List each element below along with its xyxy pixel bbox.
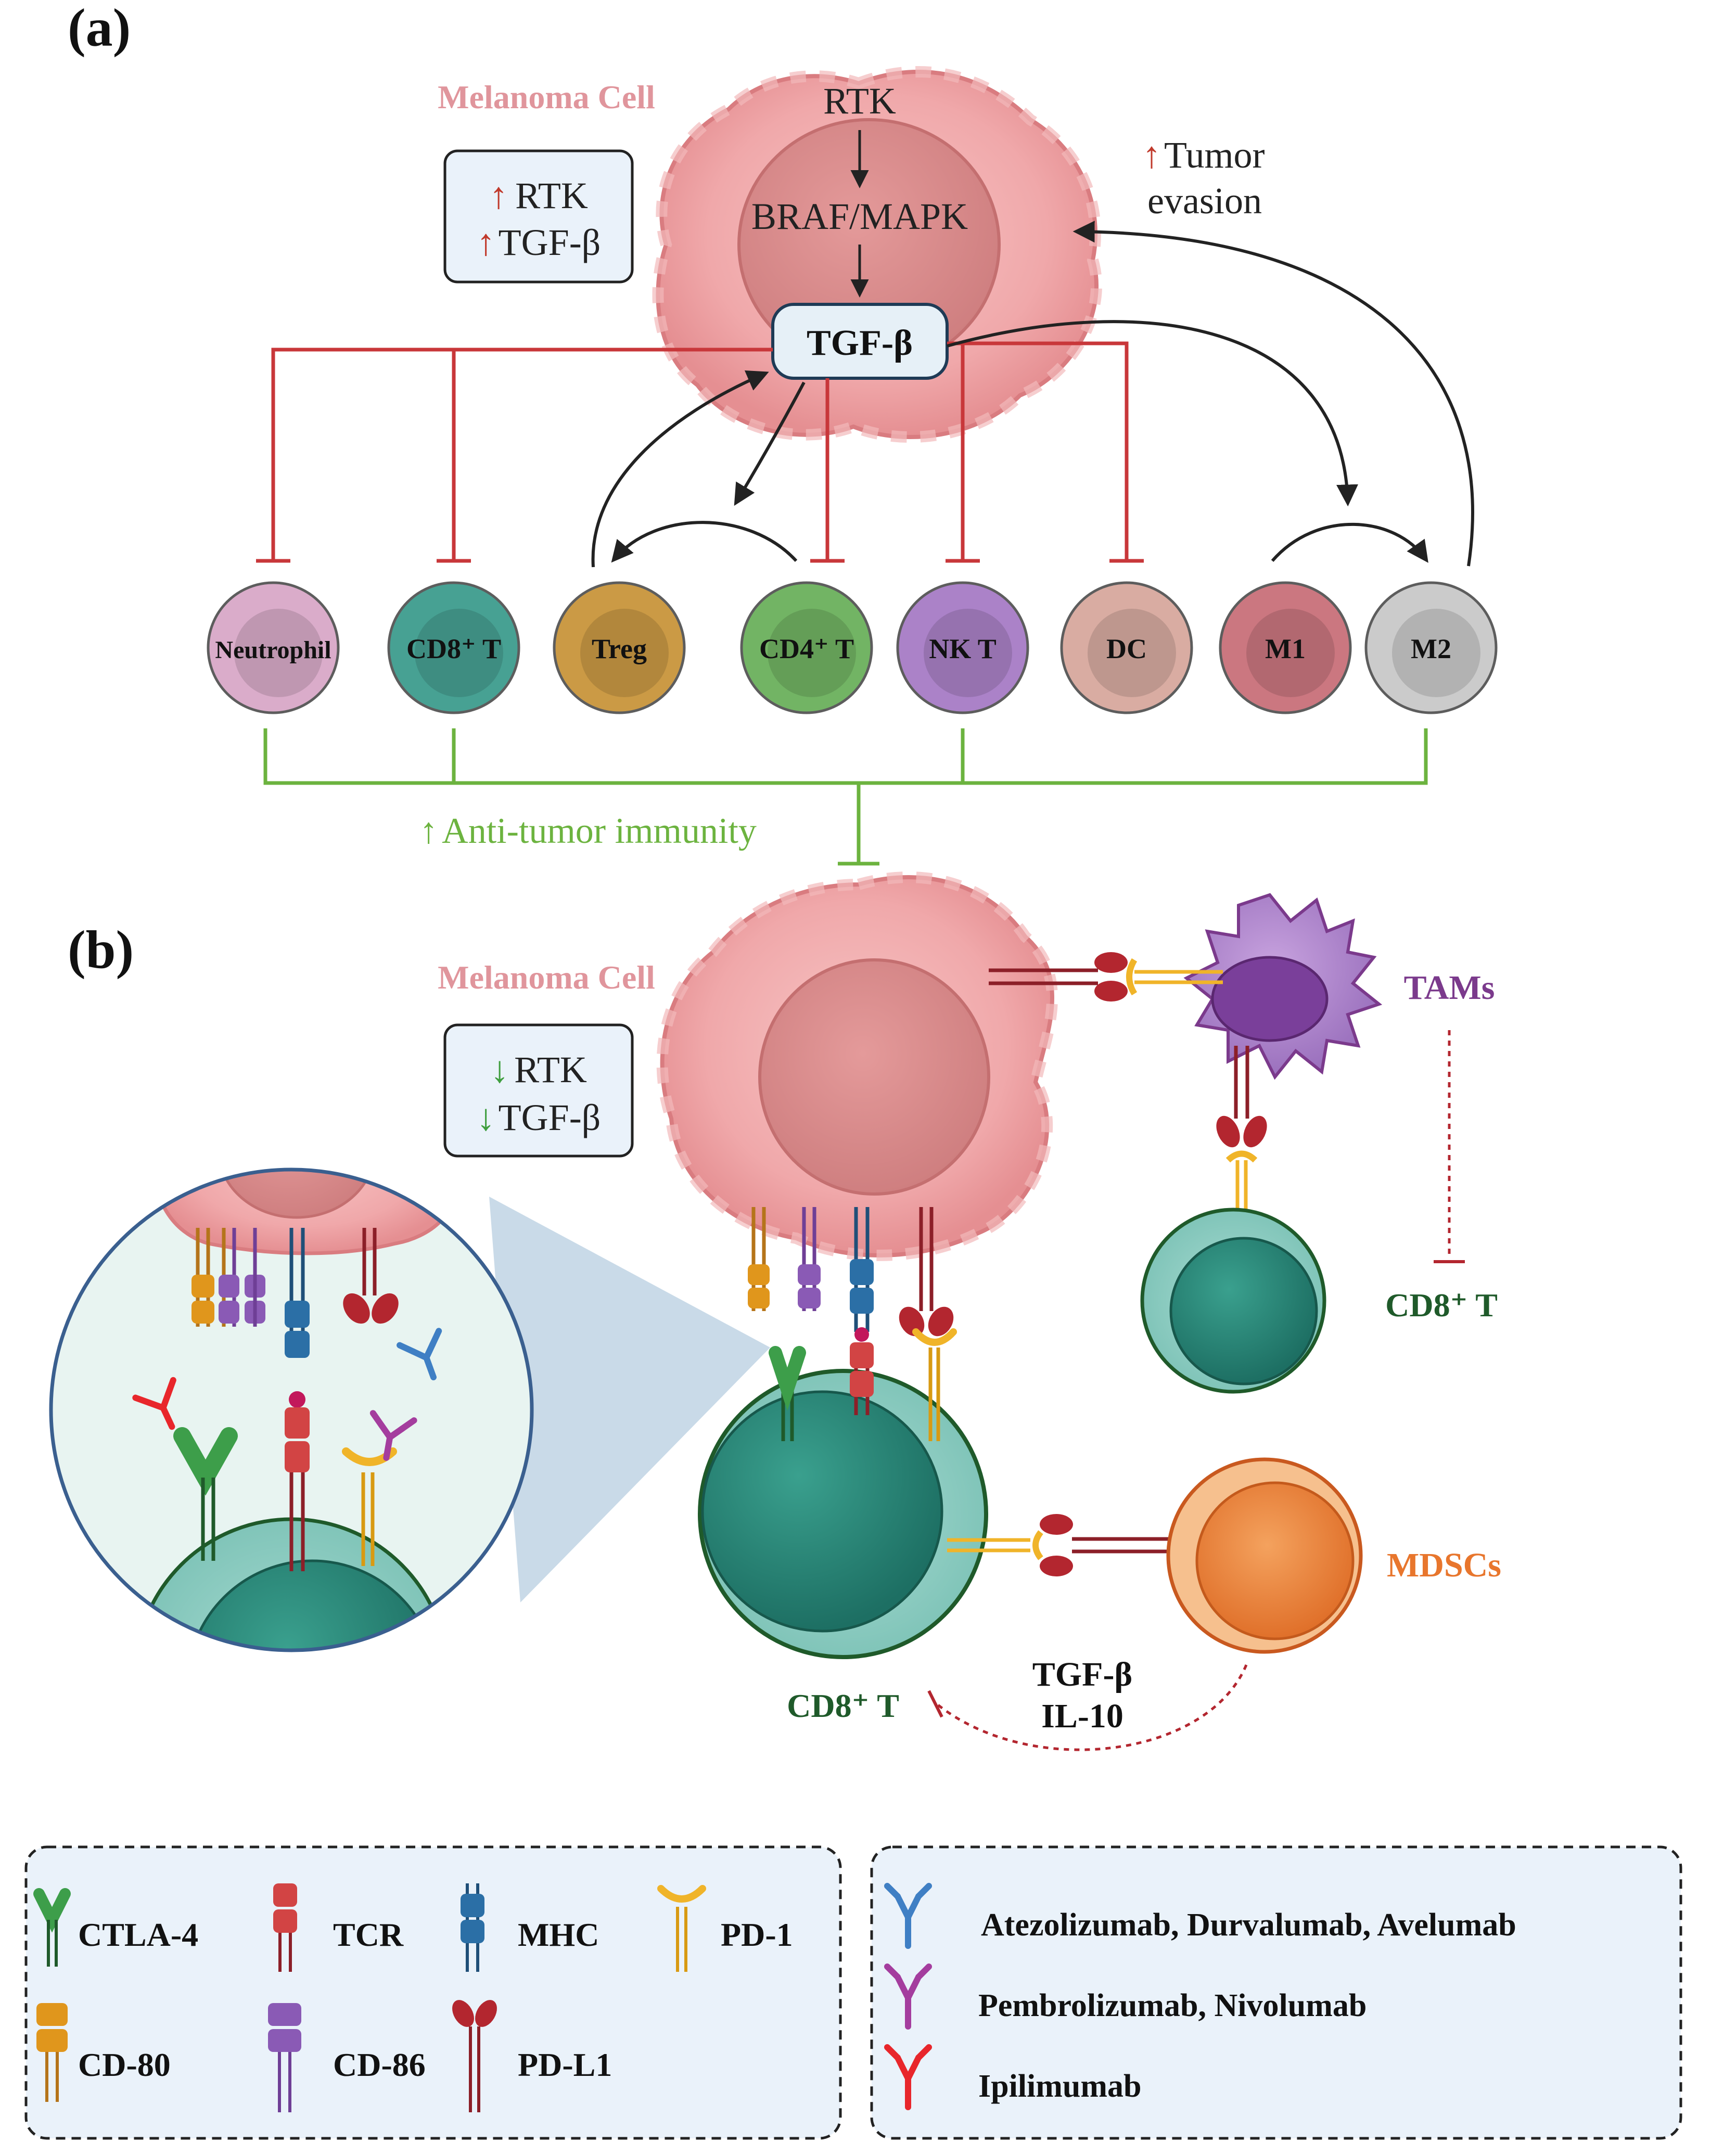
legend-cd86-label: CD-86 — [333, 2046, 426, 2083]
cd8-t-cell-b-center — [698, 1369, 988, 1659]
cell-treg: Treg — [553, 581, 686, 714]
arrow-tgf-to-cd4 — [734, 381, 806, 506]
mdsc-inhibition-bar — [927, 1690, 943, 1718]
pdl1-receptor-b — [899, 1207, 954, 1337]
cd8-t-cell-right — [1140, 1208, 1326, 1394]
cell-label-m2: M2 — [1411, 633, 1451, 664]
legend-right-box — [870, 1845, 1682, 2140]
tgf-beta-box — [771, 303, 949, 380]
tcr-icon — [273, 1883, 297, 1972]
cell-cd8-t: CD8⁺ T — [387, 581, 520, 714]
pathway-braf-mapk: BRAF/MAPK — [751, 196, 968, 237]
legend-pembrolizumab-label: Pembrolizumab, Nivolumab — [978, 1988, 1367, 2023]
tam-melanoma-link — [989, 952, 1223, 1002]
panel-a-label: (a) — [68, 0, 131, 58]
cell-label-cd4-t: CD4⁺ T — [759, 633, 854, 664]
cell-m1: M1 — [1219, 581, 1352, 714]
mhc-receptor-b — [850, 1207, 874, 1342]
arrow-treg-to-tgf — [591, 370, 769, 568]
melanoma-cell-b — [656, 871, 1058, 1261]
cd8-bottom-label: CD8⁺ T — [787, 1687, 899, 1724]
arrow-tgf-to-m2 — [947, 320, 1358, 507]
mdsc-cell — [1166, 1457, 1363, 1654]
anti-tumor-connector — [263, 728, 1428, 866]
down-box-line2: ↓TGF-β — [477, 1097, 601, 1138]
mhc-icon — [461, 1883, 484, 1972]
legend-atezolizumab-label: Atezolizumab, Durvalumab, Avelumab — [981, 1907, 1516, 1943]
legend-cd80-label: CD-80 — [78, 2046, 171, 2083]
anti-tumor-immunity-label: ↑Anti-tumor immunity — [419, 811, 757, 851]
zoom-receptors — [132, 1228, 442, 1571]
cell-m2: M2 — [1364, 581, 1498, 714]
panel-b-label: (b) — [68, 920, 134, 980]
legend-pdl1-label: PD-L1 — [518, 2046, 612, 2083]
cd86-receptor-b — [798, 1207, 821, 1311]
cell-cd4-t: CD4⁺ T — [740, 581, 873, 714]
melanoma-title-b: Melanoma Cell — [438, 959, 655, 996]
tumor-evasion-line1: ↑Tumor — [1142, 134, 1265, 176]
melanoma-title-a: Melanoma Cell — [438, 79, 655, 116]
up-regulation-box — [443, 149, 634, 284]
cd86-icon — [268, 2003, 301, 2112]
tgf-inhibition-lines — [256, 341, 1144, 563]
cd8-right-label: CD8⁺ T — [1385, 1287, 1498, 1324]
tumor-evasion-line2: evasion — [1147, 180, 1262, 222]
ctla4-icon — [33, 1888, 71, 1967]
ctla4-receptor-b — [769, 1346, 806, 1441]
cell-dc: DC — [1060, 581, 1193, 714]
cell-nk-t: NK T — [896, 581, 1029, 714]
feedback-arrows — [591, 221, 1474, 568]
antibody-blue-icon — [884, 1883, 932, 1949]
zoom-wedge — [489, 1197, 770, 1602]
down-box-line1: ↓RTK — [490, 1049, 587, 1090]
mdscs-label: MDSCs — [1387, 1546, 1501, 1584]
down-regulation-box — [443, 1023, 634, 1158]
arrow-m2-to-tumor — [1072, 221, 1474, 567]
legend-tcr-label: TCR — [333, 1916, 404, 1953]
legend-mhc-label: MHC — [518, 1916, 599, 1953]
cell-label-treg: Treg — [592, 633, 647, 664]
arrow-m1-to-m2 — [1271, 522, 1428, 563]
antibody-magenta-icon — [884, 1964, 932, 2030]
antibody-red-icon — [884, 2044, 932, 2110]
mdsc-inhibition-dashed — [936, 1664, 1248, 1751]
cell-neutrophil: Neutrophil — [207, 581, 340, 714]
tcell-receptors-b — [769, 1328, 957, 1441]
legend-ipilimumab-label: Ipilimumab — [978, 2069, 1142, 2104]
cell-label-cd8-t: CD8⁺ T — [406, 633, 501, 664]
melanoma-nucleus-b — [758, 958, 990, 1196]
cell-label-dc: DC — [1106, 633, 1147, 664]
pd1-receptor-b — [912, 1328, 957, 1441]
cell-label-neutrophil: Neutrophil — [215, 636, 331, 664]
tams-label: TAMs — [1404, 969, 1495, 1007]
legend-left-box — [24, 1845, 842, 2140]
legend-ctla4-label: CTLA-4 — [78, 1916, 198, 1953]
legend-pd1-label: PD-1 — [721, 1916, 793, 1953]
tcell-mdsc-link — [947, 1514, 1186, 1576]
cd80-receptor-b — [748, 1207, 770, 1311]
up-box-line2: ↑TGF-β — [477, 222, 601, 263]
cytokine-il10: IL-10 — [1041, 1697, 1123, 1735]
cytokine-tgf: TGF-β — [1032, 1656, 1132, 1693]
up-box-line1: ↑RTK — [489, 175, 588, 216]
zoom-circle — [49, 1167, 534, 1652]
pdl1-icon — [452, 2000, 497, 2112]
tcr-receptor-b — [850, 1342, 874, 1415]
cell-label-m1: M1 — [1265, 633, 1306, 664]
pathway-rtk: RTK — [823, 80, 896, 122]
melanoma-receptors-b — [748, 1207, 954, 1342]
tam-cell — [1183, 893, 1383, 1080]
melanoma-cell-a — [652, 66, 1102, 443]
immune-cells-row: Neutrophil CD8⁺ T Treg CD4⁺ T NK T DC M1 M2 — [207, 581, 1498, 714]
cd80-icon — [36, 2003, 68, 2102]
pd1-icon — [657, 1885, 706, 1972]
cell-label-nk-t: NK T — [929, 633, 997, 664]
tgf-beta-box-label: TGF-β — [807, 323, 913, 363]
arrow-cd4-to-treg — [611, 521, 798, 563]
